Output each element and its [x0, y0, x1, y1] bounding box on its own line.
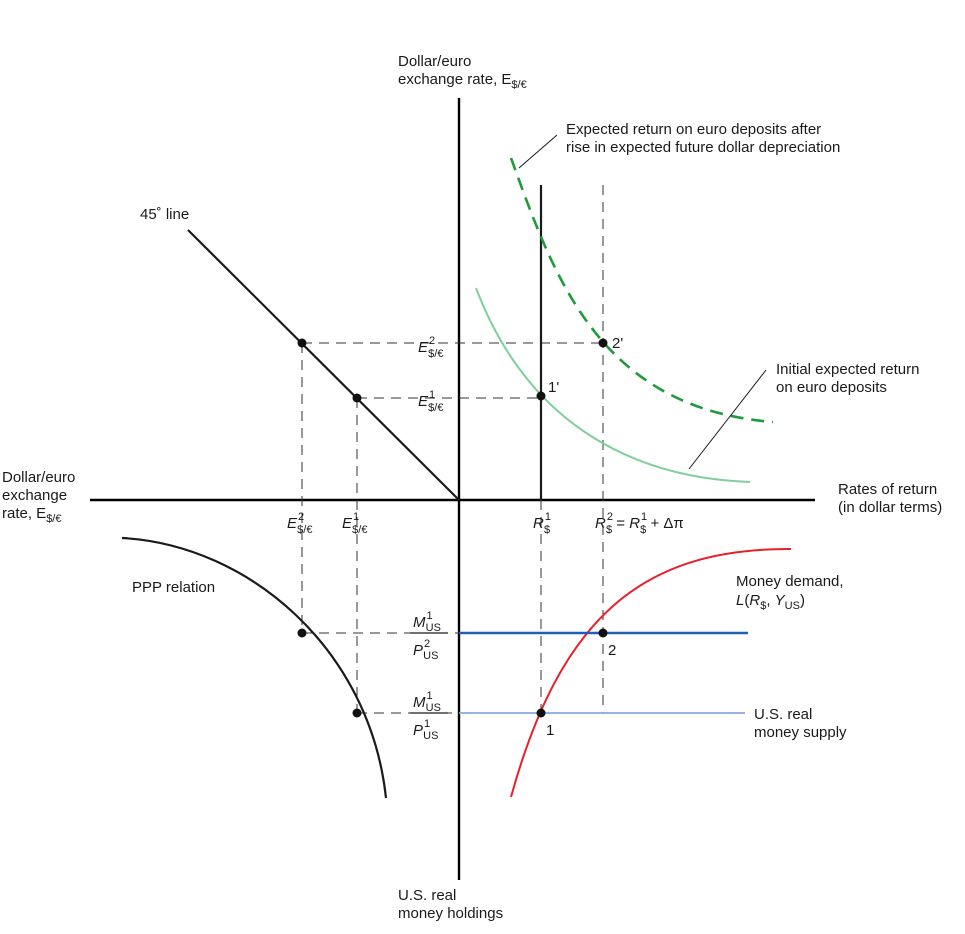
axis-label-r2: R2$ = R1$ + Δπ: [595, 511, 684, 536]
line-45-degree: [187, 229, 460, 501]
label-initial-return: Initial expected return on euro deposits: [776, 361, 919, 396]
label-ppp-relation: PPP relation: [132, 579, 215, 596]
label-money-demand-line1: Money demand,: [736, 573, 844, 590]
point-2-prime: [598, 338, 608, 348]
point-1: [536, 708, 546, 718]
axis-label-e1-lower: E1$/€: [342, 511, 367, 536]
bottom-axis-title-line1: U.S. real: [398, 887, 456, 904]
right-axis-title-line2: (in dollar terms): [838, 499, 942, 516]
point-2: [598, 628, 608, 638]
label-shifted-return-line1: Expected return on euro deposits after: [566, 121, 821, 138]
shifted-return-leader: [518, 134, 558, 169]
left-axis-title: Dollar/euro exchange rate, E$/€: [2, 469, 75, 525]
shifted-expected-return-curve: [509, 157, 774, 424]
point-label-2: 2: [608, 642, 616, 659]
bottom-axis-title: U.S. real money holdings: [398, 887, 503, 922]
axis-label-e2-lower: E2$/€: [287, 511, 312, 536]
bottom-axis-title-line2: money holdings: [398, 905, 503, 922]
left-axis-title-line2: exchange: [2, 487, 67, 504]
top-axis-title-line2: exchange rate, E$/€: [398, 71, 527, 91]
label-money-supply-line1: U.S. real: [754, 706, 812, 723]
point-ppp-2: [297, 628, 307, 638]
label-money-demand: Money demand, L(R$, YUS): [736, 573, 844, 612]
right-axis-title: Rates of return (in dollar terms): [838, 481, 942, 516]
point-ppp-1: [352, 708, 362, 718]
axis-label-r1: R1$: [533, 511, 551, 536]
money-demand-curve: [510, 547, 792, 798]
right-axis-title-line1: Rates of return: [838, 481, 937, 498]
label-money-supply: U.S. real money supply: [754, 706, 847, 741]
label-initial-return-line1: Initial expected return: [776, 361, 919, 378]
label-initial-return-line2: on euro deposits: [776, 379, 887, 396]
left-axis-title-line3: rate, E$/€: [2, 505, 61, 525]
point-1-prime: [536, 391, 546, 401]
initial-return-leader: [688, 369, 767, 470]
point-e1-on-45: [352, 393, 362, 403]
ppp-relation-curve: [121, 536, 388, 799]
axis-label-e1-upper: E1$/€: [418, 389, 443, 414]
top-axis-title-line1: Dollar/euro: [398, 53, 471, 70]
label-shifted-return: Expected return on euro deposits after r…: [566, 121, 840, 156]
top-axis-title: Dollar/euro exchange rate, E$/€: [398, 53, 527, 91]
label-money-supply-line2: money supply: [754, 724, 847, 741]
left-axis-title-line1: Dollar/euro: [2, 469, 75, 486]
point-label-1-prime: 1': [548, 379, 559, 396]
initial-expected-return-curve: [475, 287, 751, 483]
label-money-demand-line2: L(R$, YUS): [736, 592, 805, 612]
label-shifted-return-line2: rise in expected future dollar depreciat…: [566, 139, 840, 156]
label-45-line: 45˚ line: [140, 206, 189, 223]
point-label-1: 1: [546, 722, 554, 739]
point-e2-on-45: [297, 338, 307, 348]
point-label-2-prime: 2': [612, 335, 623, 352]
axis-label-e2-upper: E2$/€: [418, 335, 443, 360]
